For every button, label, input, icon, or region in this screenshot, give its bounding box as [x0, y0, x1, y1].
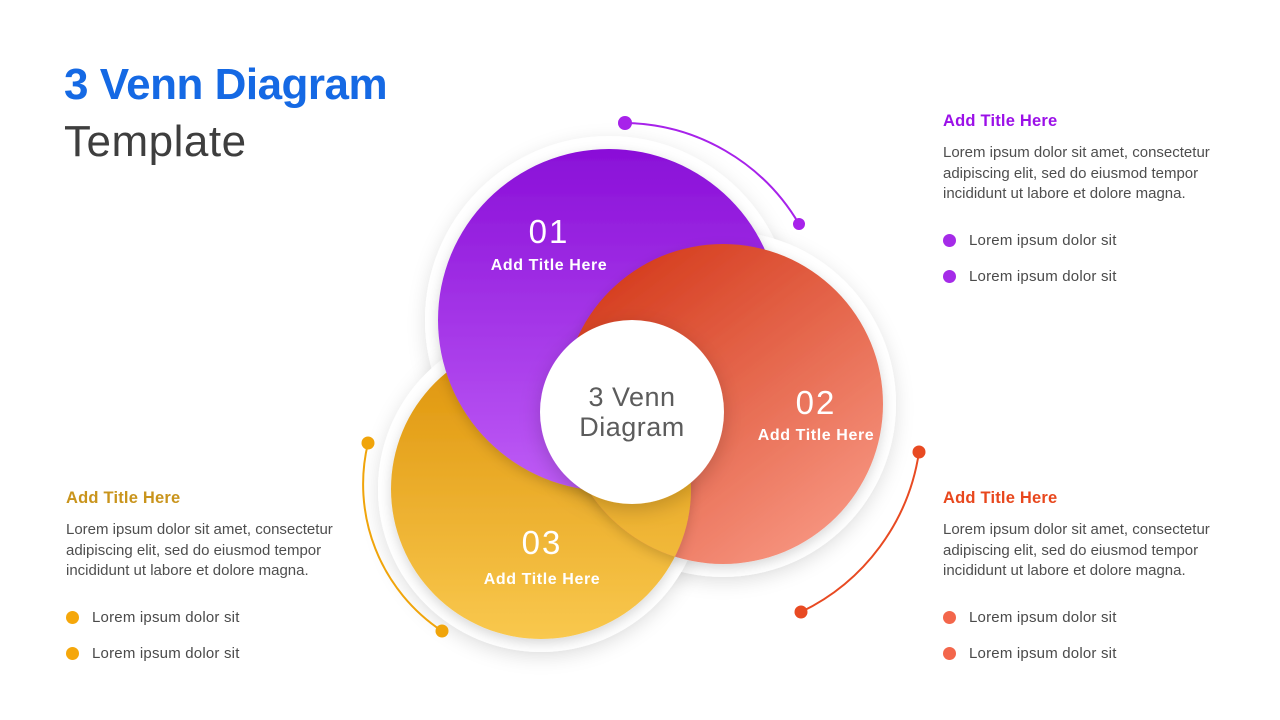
- bullet-label: Lorem ipsum dolor sit: [92, 608, 240, 626]
- panel-body-line: adipiscing elit, sed do eiusmod tempor: [66, 541, 322, 559]
- bullet-item: Lorem ipsum dolor sit: [66, 609, 351, 626]
- arc-purple-end-dot: [793, 218, 805, 230]
- bullet-item: Lorem ipsum dolor sit: [943, 609, 1228, 626]
- circle-03-number: 03: [521, 524, 563, 561]
- circle-01-title: Add Title Here: [490, 257, 608, 274]
- arc-red-start-dot: [912, 445, 926, 459]
- arc-red-end-dot: [794, 605, 808, 619]
- arc-yellow-end-dot: [435, 624, 449, 638]
- panel-body-line: Lorem ipsum dolor sit amet, consectetur: [66, 521, 333, 538]
- panel-bottom-right: Add Title Here Lorem ipsum dolor sit ame…: [943, 489, 1228, 662]
- panel-body: Lorem ipsum dolor sit amet, consectetur …: [943, 520, 1228, 582]
- panel-body-line: adipiscing elit, sed do eiusmod tempor: [943, 164, 1199, 182]
- panel-heading: Add Title Here: [943, 489, 1058, 507]
- center-label: 3 Venn Diagram: [522, 382, 742, 442]
- panel-bottom-left: Add Title Here Lorem ipsum dolor sit ame…: [66, 489, 351, 662]
- center-label-line1: 3 Venn: [588, 382, 676, 412]
- center-label-line2: Diagram: [579, 412, 685, 442]
- bullet-item: Lorem ipsum dolor sit: [66, 645, 351, 662]
- bullet-dot: [66, 610, 79, 624]
- bullet-label: Lorem ipsum dolor sit: [92, 644, 240, 662]
- arc-purple: [624, 122, 800, 225]
- bullet-dot: [943, 610, 956, 624]
- circle-02-title: Add Title Here: [757, 427, 875, 444]
- arc-yellow-start-dot: [361, 436, 375, 450]
- panel-body: Lorem ipsum dolor sit amet, consectetur …: [943, 143, 1228, 205]
- slide-title: 3 Venn Diagram: [64, 60, 388, 109]
- title-block: 3 Venn Diagram Template: [64, 56, 388, 170]
- arc-purple-start-dot: [618, 116, 632, 130]
- panel-body-line: incididunt ut labore et dolore magna.: [943, 185, 1186, 202]
- circle-02-number: 02: [795, 384, 837, 421]
- bullet-label: Lorem ipsum dolor sit: [969, 644, 1117, 662]
- bullet-dot: [66, 646, 79, 660]
- panel-heading: Add Title Here: [943, 112, 1058, 130]
- bullet-item: Lorem ipsum dolor sit: [943, 645, 1228, 662]
- arc-red: [800, 451, 920, 613]
- panel-top-right: Add Title Here Lorem ipsum dolor sit ame…: [943, 112, 1228, 285]
- bullet-dot: [943, 646, 956, 660]
- center-circle: [540, 320, 724, 504]
- bullet-label: Lorem ipsum dolor sit: [969, 231, 1117, 249]
- circle-01-number: 01: [528, 213, 570, 250]
- slide-subtitle: Template: [64, 117, 247, 166]
- bullet-dot: [943, 233, 956, 247]
- circle-03-title: Add Title Here: [483, 571, 601, 588]
- panel-body-line: Lorem ipsum dolor sit amet, consectetur: [943, 521, 1210, 538]
- bullet-item: Lorem ipsum dolor sit: [943, 268, 1228, 285]
- bullet-label: Lorem ipsum dolor sit: [969, 267, 1117, 285]
- bullet-item: Lorem ipsum dolor sit: [943, 232, 1228, 249]
- panel-body-line: incididunt ut labore et dolore magna.: [943, 562, 1186, 579]
- panel-body: Lorem ipsum dolor sit amet, consectetur …: [66, 520, 351, 582]
- panel-heading: Add Title Here: [66, 489, 181, 507]
- bullet-label: Lorem ipsum dolor sit: [969, 608, 1117, 626]
- panel-body-line: incididunt ut labore et dolore magna.: [66, 562, 309, 579]
- panel-body-line: adipiscing elit, sed do eiusmod tempor: [943, 541, 1199, 559]
- bullet-dot: [943, 269, 956, 283]
- panel-body-line: Lorem ipsum dolor sit amet, consectetur: [943, 144, 1210, 161]
- arc-yellow: [362, 442, 443, 632]
